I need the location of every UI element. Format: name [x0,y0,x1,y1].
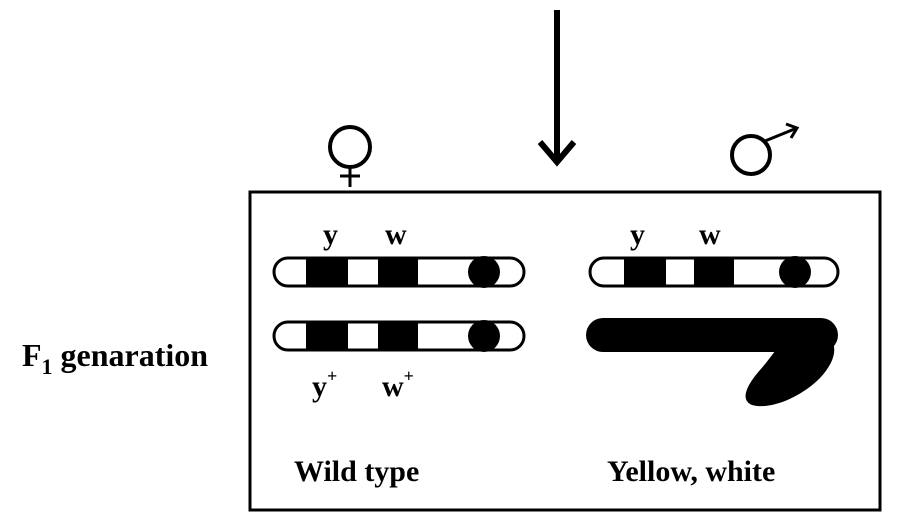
w-locus-band [694,258,734,286]
female-locus-label-y-plus: y+ [312,366,337,403]
w-locus-band [378,258,418,286]
male-locus-label-w: w [699,218,721,251]
male-symbol-icon [730,122,800,176]
female-locus-label-w-plus: w+ [382,366,414,403]
male-y-chromosome [586,318,838,407]
male-phenotype-label: Yellow, white [607,455,775,488]
offspring-box [248,190,882,512]
female-chromosome-top [272,256,526,288]
y-locus-band [624,258,666,286]
male-locus-label-y: y [630,218,645,251]
female-symbol-icon [328,125,372,187]
female-locus-label-w: w [385,218,407,251]
male-x-chromosome [588,256,840,288]
female-chromosome-bottom [272,320,526,352]
female-locus-label-y: y [323,218,338,251]
female-phenotype-label: Wild type [294,455,419,488]
cross-arrow [537,10,577,167]
generation-label: F1 genaration [22,337,208,379]
centromere [468,320,500,352]
centromere [468,256,500,288]
w-plus-locus-band [378,322,418,350]
y-locus-band [306,258,348,286]
y-plus-locus-band [306,322,348,350]
centromere [779,256,811,288]
